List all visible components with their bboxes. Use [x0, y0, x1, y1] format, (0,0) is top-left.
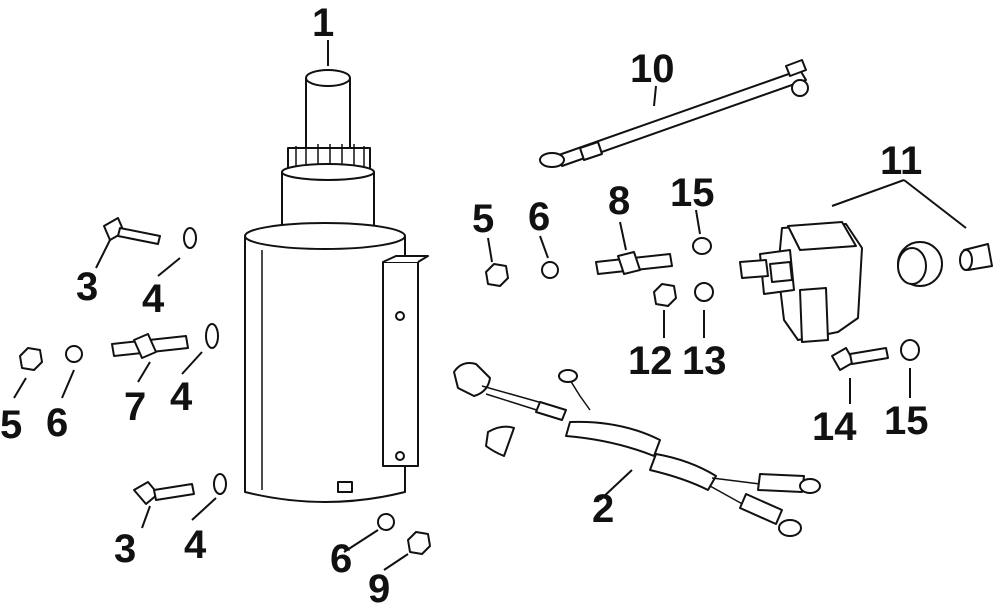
washer-middle [692, 237, 712, 255]
nut-left [19, 347, 43, 371]
star-washer-bottom [377, 513, 395, 531]
label-2: 2 [592, 487, 614, 531]
nut-bottom [407, 531, 431, 555]
label-4-middle: 4 [170, 375, 193, 419]
label-6-left: 6 [46, 401, 68, 445]
star-washer-middle [541, 261, 559, 279]
stud-middle [595, 251, 673, 275]
label-7: 7 [124, 385, 146, 429]
lock-washer-13 [694, 282, 714, 302]
label-11: 11 [880, 139, 922, 183]
lock-washer-upper [183, 227, 197, 249]
boot-small [959, 243, 993, 271]
bolt-lower [133, 481, 195, 505]
label-6-middle: 6 [528, 195, 550, 239]
wire-harness [453, 362, 821, 537]
label-3-upper: 3 [76, 265, 98, 309]
bolt-upper [103, 217, 161, 245]
nut-middle [485, 263, 509, 287]
leader-lines [13, 40, 967, 571]
label-1: 1 [312, 1, 334, 45]
callout-labels: 1 2 3 3 4 4 4 5 5 6 6 6 7 8 9 10 11 12 1… [0, 1, 929, 605]
solenoid [739, 221, 863, 343]
lock-washer-lower [213, 473, 227, 495]
star-washer-left [65, 345, 83, 363]
label-3-lower: 3 [114, 527, 136, 571]
label-5-middle: 5 [472, 197, 494, 241]
label-9: 9 [368, 567, 390, 605]
washer-15 [900, 339, 920, 361]
label-12: 12 [628, 339, 673, 383]
solenoid-boot [897, 241, 943, 287]
stud [111, 333, 189, 359]
label-13: 13 [682, 339, 727, 383]
label-8: 8 [608, 179, 630, 223]
label-5-left: 5 [0, 403, 22, 447]
label-15-lower: 15 [884, 399, 929, 443]
label-15-upper: 15 [670, 171, 715, 215]
lock-washer-middle [205, 323, 219, 349]
label-4-upper: 4 [142, 277, 165, 321]
starter-motor [244, 69, 429, 503]
label-6-bottom: 6 [330, 537, 352, 581]
label-14: 14 [812, 405, 857, 449]
battery-cable [539, 59, 809, 168]
label-10: 10 [630, 47, 675, 91]
label-4-lower: 4 [184, 523, 207, 567]
nut-12 [653, 283, 677, 307]
bolt-14 [831, 347, 889, 371]
